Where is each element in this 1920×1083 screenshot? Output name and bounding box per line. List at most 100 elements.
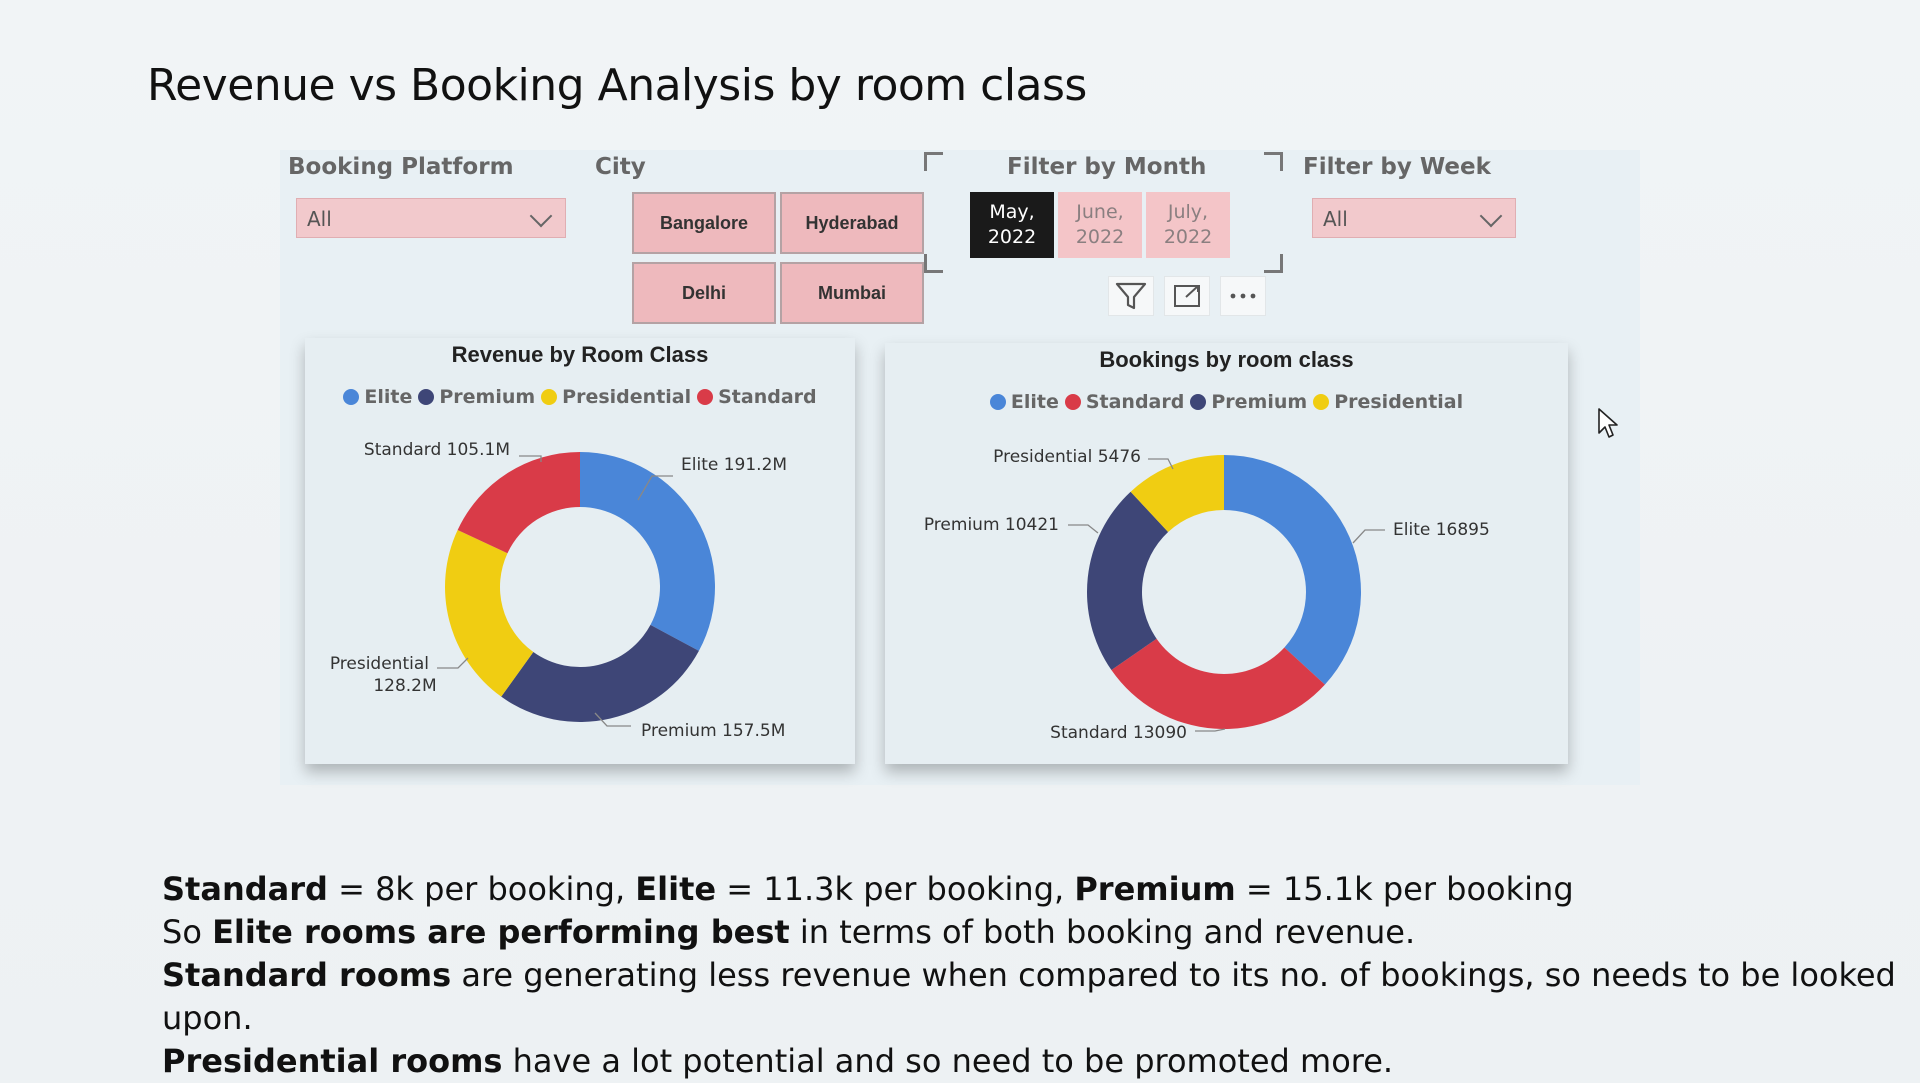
donut-slice-elite[interactable] <box>1224 455 1361 685</box>
note-emphasis: Standard <box>162 870 328 908</box>
data-label-elite: Elite 191.2M <box>681 455 787 475</box>
note-text: = 15.1k per booking <box>1235 870 1574 908</box>
chevron-down-icon <box>529 204 553 228</box>
data-label-leader-line <box>637 475 673 501</box>
selection-corner <box>1264 254 1283 273</box>
legend-item-standard[interactable]: Standard <box>697 386 817 408</box>
legend-label: Elite <box>1010 391 1059 413</box>
city-label: City <box>595 154 646 180</box>
filter-icon-glyph <box>1115 282 1147 310</box>
month-button-july-2022[interactable]: July, 2022 <box>1146 192 1230 258</box>
note-text: have a lot potential and so need to be p… <box>502 1042 1394 1080</box>
chevron-down-icon <box>1479 204 1503 228</box>
note-emphasis: Elite <box>635 870 717 908</box>
month-line1: July, <box>1167 201 1209 223</box>
donut-slice-premium[interactable] <box>501 624 699 722</box>
data-label-standard: Standard 13090 <box>1050 723 1187 743</box>
month-button-june-2022[interactable]: June, 2022 <box>1058 192 1142 258</box>
more-options-icon-glyph <box>1230 293 1256 299</box>
month-filter-label: Filter by Month <box>1007 154 1207 180</box>
focus-mode-icon-glyph <box>1174 285 1200 307</box>
note-text: = 8k per booking, <box>327 870 636 908</box>
city-button-hyderabad[interactable]: Hyderabad <box>780 192 924 254</box>
donut-slice-presidential[interactable] <box>1130 455 1224 532</box>
note-line: Standard rooms are generating less reven… <box>162 954 1920 1040</box>
week-dropdown[interactable]: All <box>1312 198 1516 238</box>
data-label-leader-line <box>1195 728 1226 732</box>
legend-item-presidential[interactable]: Presidential <box>1313 391 1463 413</box>
donut-slice-standard[interactable] <box>457 452 580 554</box>
donut-slice-standard[interactable] <box>1111 638 1325 729</box>
month-line1: June, <box>1076 201 1124 223</box>
legend-label: Premium <box>1211 391 1308 413</box>
month-line2: 2022 <box>987 226 1037 248</box>
week-dropdown-value: All <box>1323 207 1348 231</box>
note-emphasis: Presidential rooms <box>162 1042 503 1080</box>
city-button-delhi[interactable]: Delhi <box>632 262 776 324</box>
bookings-chart-legend: Elite Standard Premium Presidential <box>885 391 1568 413</box>
city-button-mumbai[interactable]: Mumbai <box>780 262 924 324</box>
data-label-leader-line <box>594 712 631 727</box>
donut-slice-elite[interactable] <box>580 452 715 651</box>
legend-label: Standard <box>1085 391 1185 413</box>
data-label-leader-line <box>1148 458 1174 470</box>
legend-item-presidential[interactable]: Presidential <box>541 386 691 408</box>
mouse-cursor-icon <box>1598 408 1618 438</box>
note-text: in terms of both booking and revenue. <box>789 913 1416 951</box>
data-label-leader-line <box>1352 529 1385 544</box>
legend-dot-icon <box>343 389 360 405</box>
more-options-icon[interactable] <box>1220 276 1266 316</box>
legend-item-premium[interactable]: Premium <box>1190 391 1307 413</box>
focus-mode-icon[interactable] <box>1164 276 1210 316</box>
legend-dot-icon <box>989 394 1006 410</box>
data-label-elite: Elite 16895 <box>1393 520 1490 540</box>
data-label-leader-line <box>519 455 542 462</box>
legend-label: Presidential <box>562 386 692 408</box>
slide-title: Revenue vs Booking Analysis by room clas… <box>147 60 1087 111</box>
data-label-presidential: Presidential 5476 <box>993 447 1141 467</box>
selection-corner <box>924 152 943 171</box>
data-label-leader-line <box>1068 524 1099 534</box>
month-line2: 2022 <box>1163 226 1213 248</box>
month-line2: 2022 <box>1075 226 1125 248</box>
legend-dot-icon <box>697 389 714 405</box>
city-button-bangalore[interactable]: Bangalore <box>632 192 776 254</box>
legend-item-elite[interactable]: Elite <box>343 386 412 408</box>
legend-dot-icon <box>1313 394 1330 410</box>
note-emphasis: Standard rooms <box>162 956 452 994</box>
month-button-may-2022[interactable]: May, 2022 <box>970 192 1054 258</box>
legend-dot-icon <box>1064 394 1081 410</box>
legend-label: Presidential <box>1334 391 1464 413</box>
legend-dot-icon <box>541 389 558 405</box>
donut-slice-premium[interactable] <box>1087 491 1169 671</box>
note-line: Standard = 8k per booking, Elite = 11.3k… <box>162 868 1920 911</box>
legend-item-premium[interactable]: Premium <box>418 386 535 408</box>
donut-slice-presidential[interactable] <box>445 529 534 697</box>
legend-item-standard[interactable]: Standard <box>1064 391 1185 413</box>
data-label-premium: Premium 10421 <box>924 515 1059 535</box>
legend-dot-icon <box>1190 394 1207 410</box>
legend-item-elite[interactable]: Elite <box>989 391 1059 413</box>
booking-platform-dropdown[interactable]: All <box>296 198 566 238</box>
bookings-chart-title: Bookings by room class <box>1099 347 1354 372</box>
note-line: Presidential rooms have a lot potential … <box>162 1040 1920 1083</box>
legend-label: Elite <box>364 386 413 408</box>
note-line: So Elite rooms are performing best in te… <box>162 911 1920 954</box>
month-line1: May, <box>989 201 1035 223</box>
legend-dot-icon <box>418 389 435 405</box>
note-emphasis: Premium <box>1074 870 1236 908</box>
month-button-text: June, 2022 <box>1076 200 1124 250</box>
note-text: So <box>162 913 213 951</box>
selection-corner <box>1264 152 1283 171</box>
filter-icon[interactable] <box>1108 276 1154 316</box>
note-emphasis: Elite rooms are performing best <box>212 913 790 951</box>
week-filter-label: Filter by Week <box>1303 154 1491 180</box>
note-text: are generating less revenue when compare… <box>162 956 1896 1037</box>
legend-label: Standard <box>718 386 817 408</box>
